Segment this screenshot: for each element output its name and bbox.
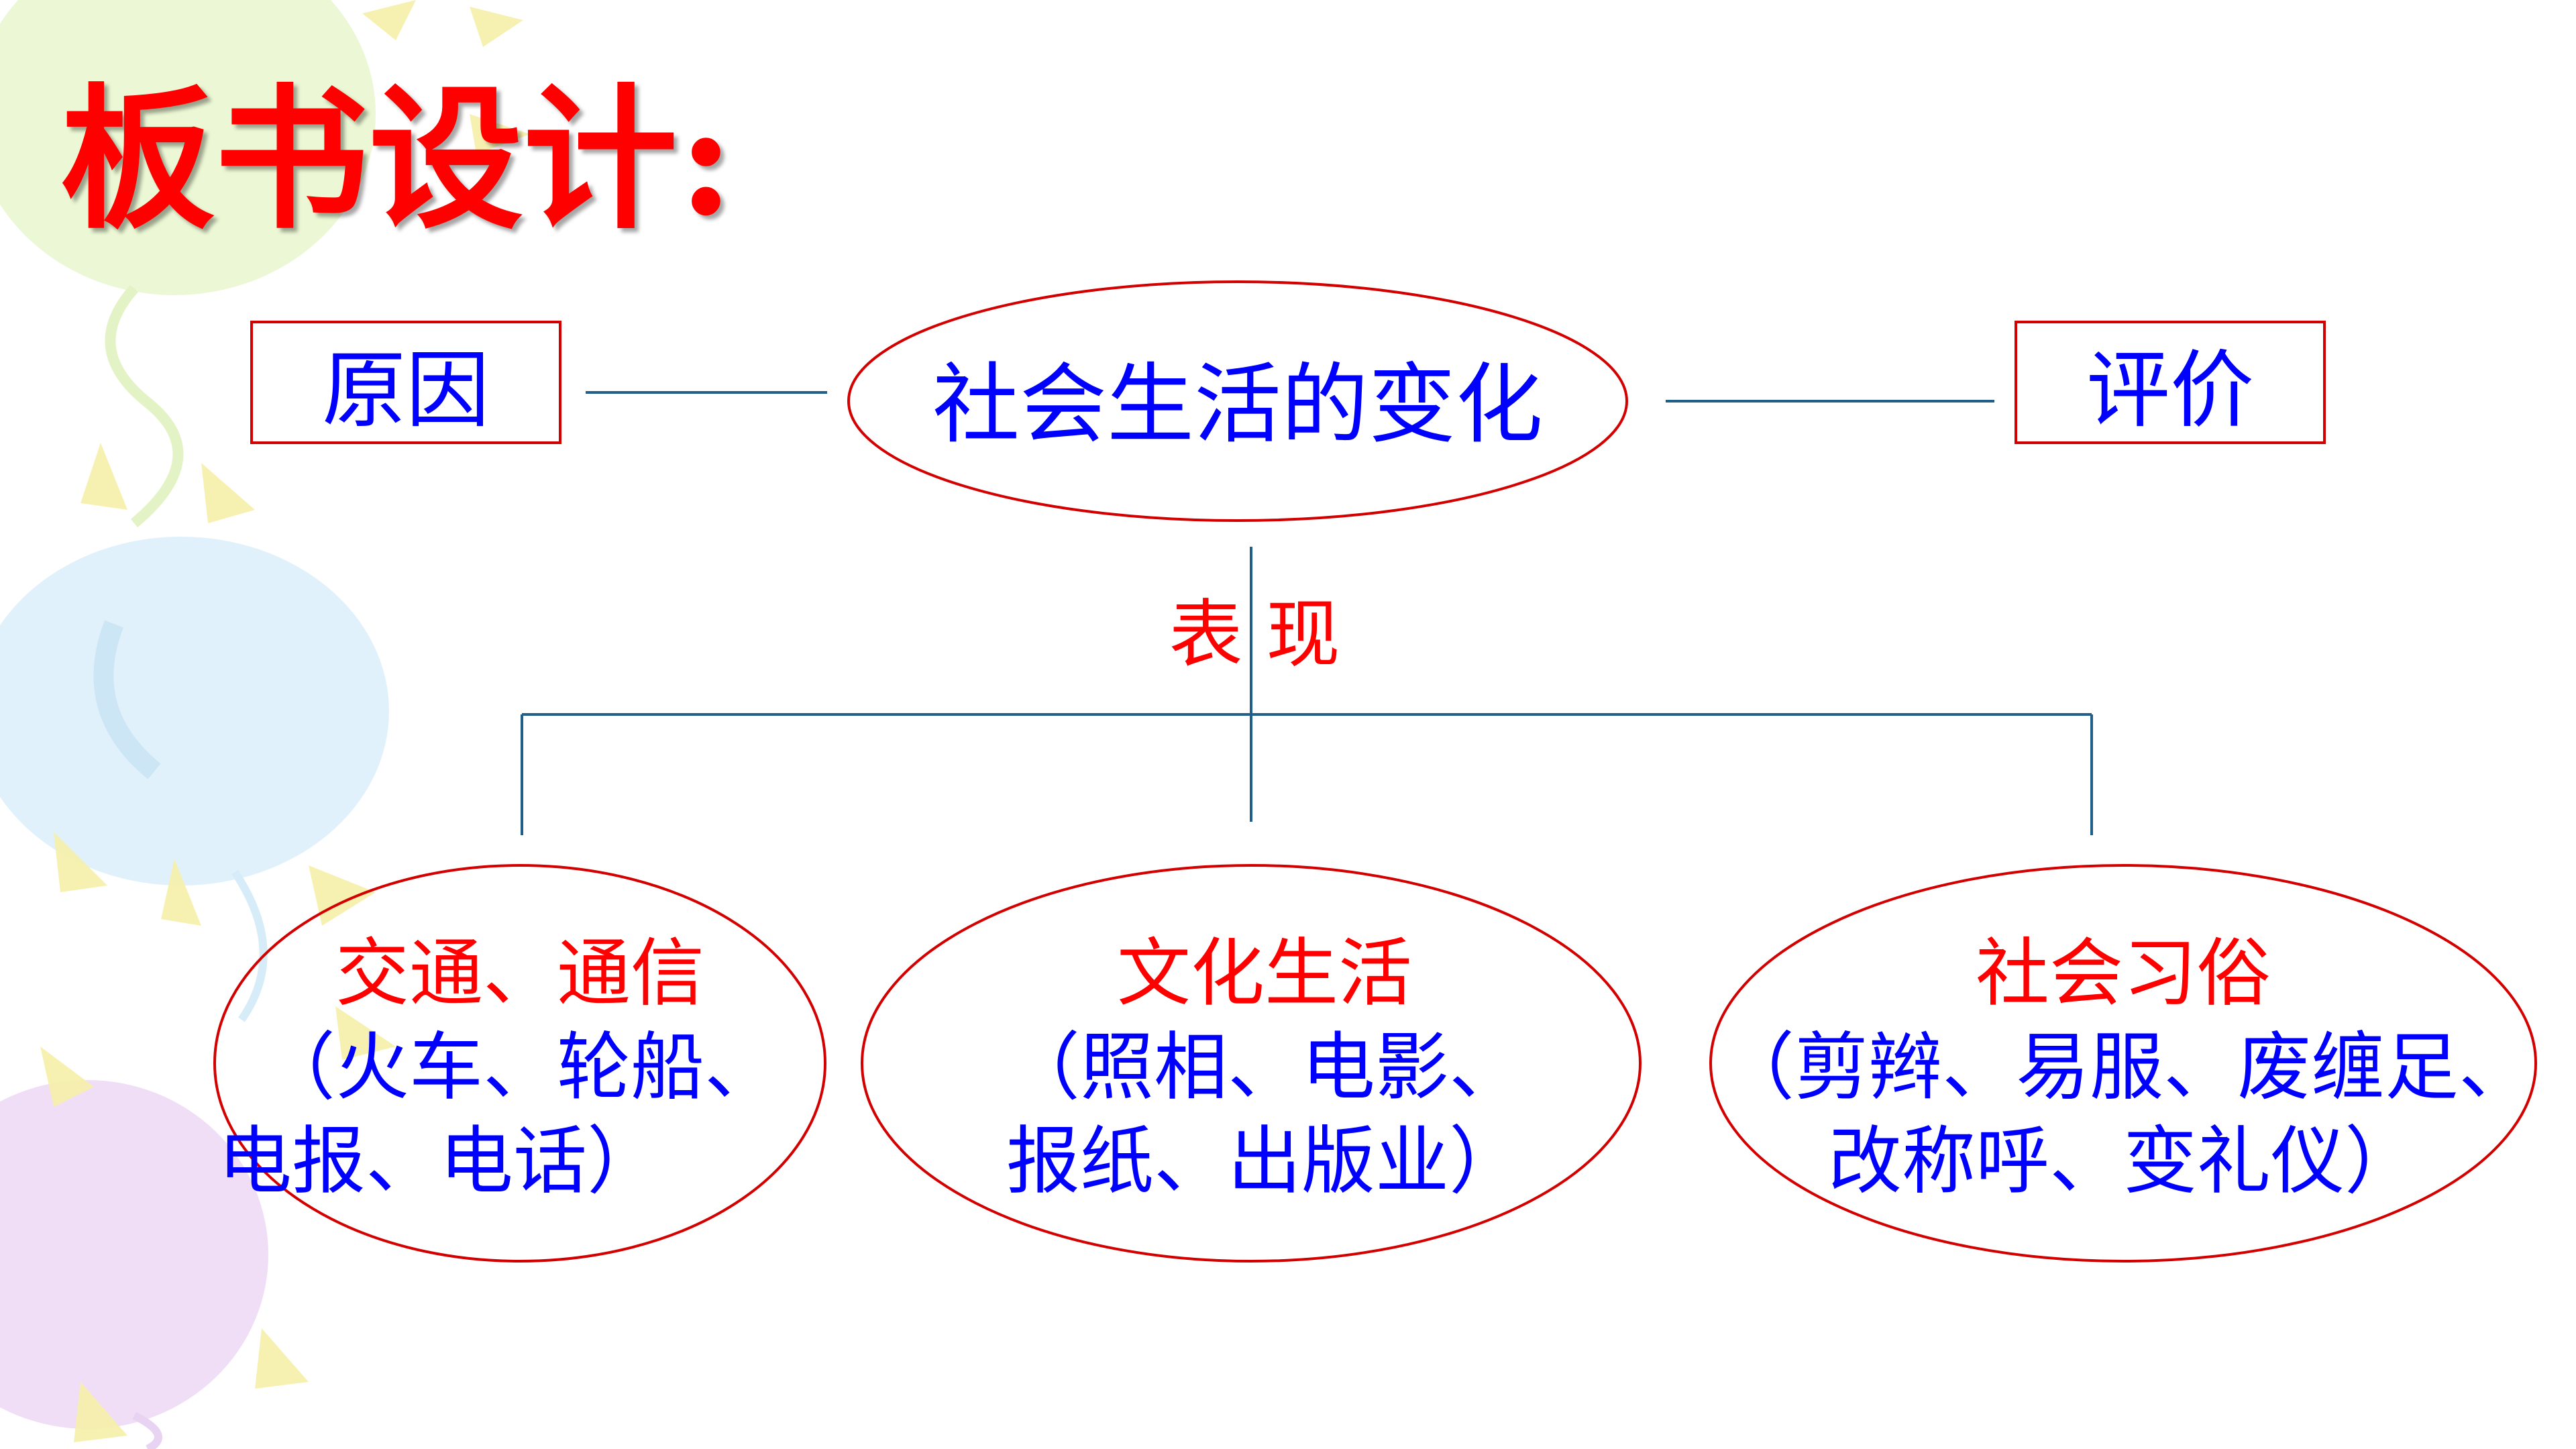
oval-transport-line1: （火车、轮船、 (262, 1024, 778, 1110)
purple-balloon-string (132, 1411, 162, 1449)
green-balloon-string (105, 284, 184, 528)
oval-culture (861, 864, 1642, 1263)
oval-culture-line1: （照相、电影、 (1006, 1024, 1523, 1110)
center-topic-label: 社会生活的变化 (932, 354, 1543, 455)
slide-title: 板书设计: (60, 69, 735, 250)
oval-customs-line2: 改称呼、变礼仪） (1828, 1118, 2418, 1204)
blue-balloon (0, 537, 389, 885)
oval-customs-heading: 社会习俗 (1976, 930, 2271, 1016)
evaluation-label: 评价 (2086, 342, 2254, 439)
oval-culture-line2: 报纸、出版业） (1006, 1118, 1523, 1204)
oval-transport-heading: 交通、通信 (335, 930, 704, 1016)
center-oval (847, 280, 1628, 522)
cause-label: 原因 (322, 342, 490, 439)
oval-customs (1709, 864, 2537, 1263)
sun-rays (40, 0, 530, 1442)
blue-balloon-string (231, 869, 268, 1022)
manifestation-label: 表 现 (1169, 592, 1340, 678)
purple-balloon (0, 1080, 268, 1429)
blue-balloon-highlight (93, 620, 161, 780)
oval-customs-line1: （剪辫、易服、废缠足、 (1721, 1024, 2532, 1110)
oval-transport-line2: 电报、电话） (218, 1118, 661, 1204)
right-box-frame (2015, 321, 2326, 444)
green-balloon (0, 0, 376, 295)
oval-transport (213, 864, 826, 1263)
oval-culture-heading: 文化生活 (1117, 930, 1412, 1016)
left-box-frame (250, 321, 561, 444)
